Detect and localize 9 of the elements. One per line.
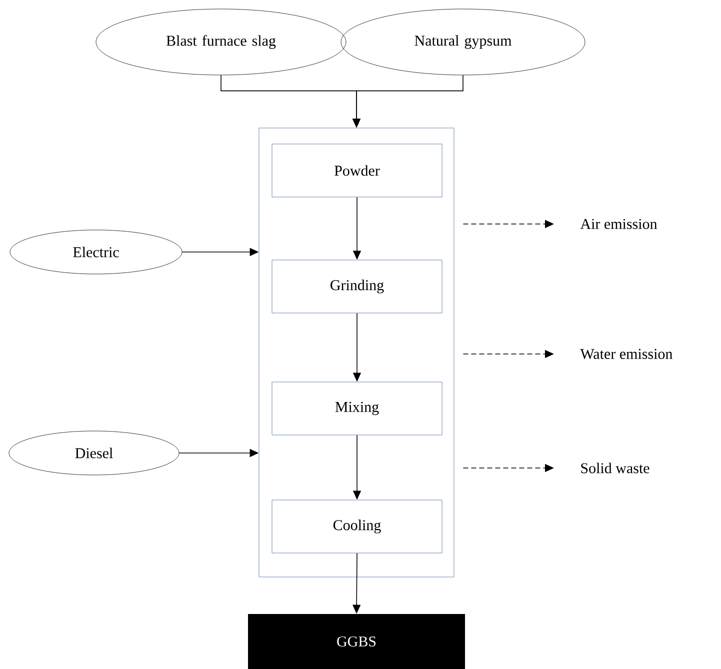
output-label: Water emission: [580, 348, 672, 360]
process-box: Cooling: [272, 500, 442, 554]
product-box: GGBS: [248, 614, 465, 669]
output-label: Solid waste: [581, 462, 650, 474]
process-box: Powder: [272, 144, 442, 198]
process-box: Mixing: [272, 382, 442, 436]
process-box: Grinding: [272, 260, 442, 314]
process-boundary-box: [258, 128, 454, 578]
output-label: Air emission: [580, 218, 658, 230]
